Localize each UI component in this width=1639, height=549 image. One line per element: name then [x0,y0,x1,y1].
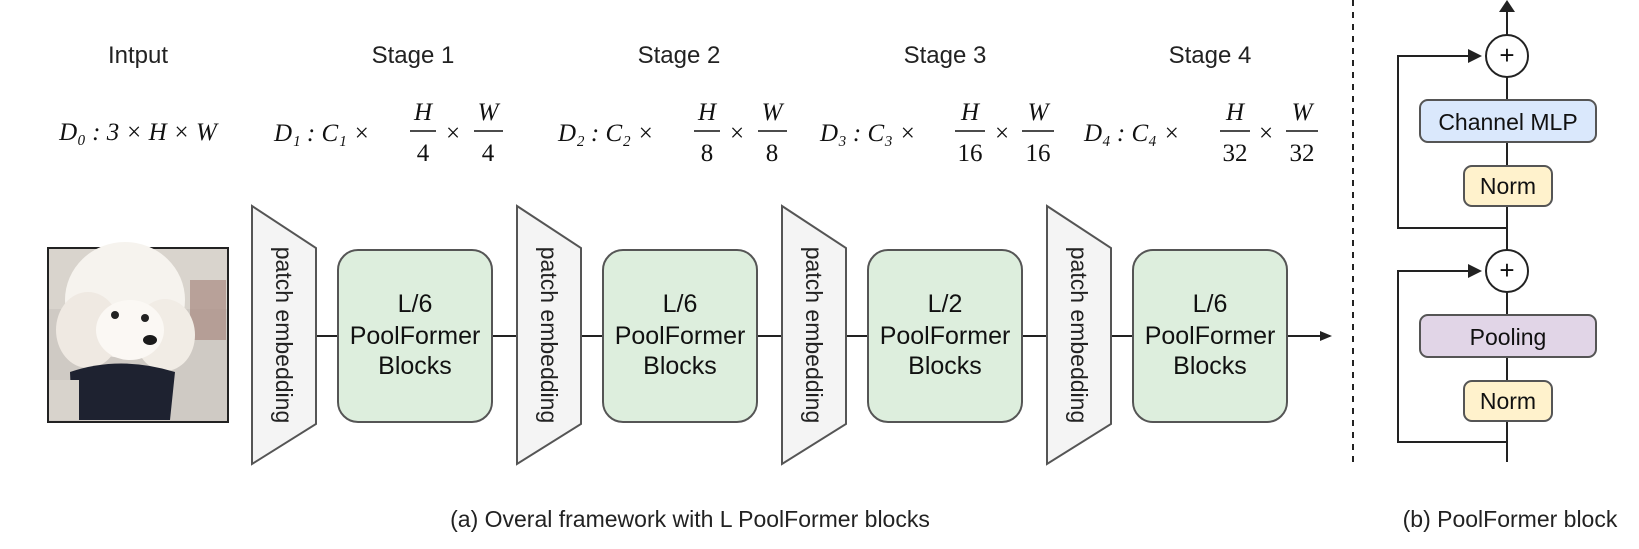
stage-1: Stage 1 D₁ : C₁ × H 4 × W 4 patch embedd… [251,42,503,466]
residual-top-arrowhead [1468,49,1482,63]
pooling-label: Pooling [1470,324,1547,350]
frac-h-num: H [697,99,718,126]
poolformer-blocks-box [602,249,758,423]
frac-h-den: 32 [1223,140,1248,167]
patch-embedding-label: patch embedding [271,247,297,423]
stage-dims-prefix: D₃ : C₃ × [819,120,916,147]
frac-h-num: H [1225,99,1246,126]
input-image [47,242,229,423]
add-node-top [1485,34,1529,78]
frac-h-num: H [413,99,434,126]
caption-block: (b) PoolFormer block [1403,506,1618,532]
frac-h-den: 16 [958,140,983,167]
pooling-box [1419,314,1597,358]
block-suffix: Blocks [908,352,982,380]
frac-h-num: H [960,99,981,126]
patch-embedding-label: patch embedding [801,247,827,423]
norm-box-top [1463,165,1553,207]
frac-w-den: 8 [766,140,779,167]
stage-title: Stage 4 [1169,42,1252,69]
norm-label-top: Norm [1480,173,1536,199]
input-title: Intput [108,42,168,69]
stage-title: Stage 1 [372,42,455,69]
patch-embedding-trapezoid [516,204,582,466]
times-sign: × [995,120,1009,147]
times-sign: × [730,120,744,147]
stage-4: Stage 4 D₄ : C₄ × H 32 × W 32 patch embe… [1046,42,1318,466]
poolformer-blocks-box [1132,249,1288,423]
frac-w-num: W [1292,99,1315,126]
stage-dims-prefix: D₄ : C₄ × [1083,120,1180,147]
block-name: PoolFormer [615,322,746,350]
frac-w-num: W [762,99,785,126]
patch-embedding-trapezoid [1046,204,1112,466]
frac-w-den: 32 [1290,140,1315,167]
patch-embedding-trapezoid [251,204,317,466]
frac-w-den: 4 [482,140,495,167]
poolformer-block-detail: + Channel MLP Norm + Pooling Norm [1397,0,1597,462]
residual-bottom-arrowhead [1468,264,1482,278]
block-name: PoolFormer [1145,322,1276,350]
poolformer-blocks-box [337,249,493,423]
patch-embedding-trapezoid [781,204,847,466]
channel-mlp-box [1419,99,1597,143]
add-node-bottom [1485,249,1529,293]
block-count: L/6 [1193,290,1228,318]
patch-embedding-label: patch embedding [1066,247,1092,423]
frac-w-num: W [478,99,501,126]
block-count: L/2 [928,290,963,318]
stage-dims-prefix: D₁ : C₁ × [273,120,370,147]
block-count: L/6 [663,290,698,318]
block-suffix: Blocks [643,352,717,380]
frac-w-num: W [1028,99,1051,126]
block-suffix: Blocks [1173,352,1247,380]
stage-title: Stage 3 [904,42,987,69]
residual-top [1397,55,1507,229]
frac-h-den: 8 [701,140,714,167]
add-symbol-top: + [1499,40,1514,70]
stage-3: Stage 3 D₃ : C₃ × H 16 × W 16 patch embe… [781,42,1054,466]
detail-top-arrowhead [1499,0,1515,12]
input-dims: D₀ : 3 × H × W [58,119,219,146]
residual-bottom [1397,270,1507,443]
times-sign: × [1259,120,1273,147]
add-symbol-bottom: + [1499,255,1514,285]
poolformer-blocks-box [867,249,1023,423]
block-name: PoolFormer [350,322,481,350]
stage-title: Stage 2 [638,42,721,69]
block-name: PoolFormer [880,322,1011,350]
caption-framework: (a) Overal framework with L PoolFormer b… [450,506,930,532]
norm-label-bottom: Norm [1480,388,1536,414]
channel-mlp-label: Channel MLP [1438,109,1577,135]
stage-2: Stage 2 D₂ : C₂ × H 8 × W 8 patch embedd… [516,42,787,466]
stage-dims-prefix: D₂ : C₂ × [557,120,654,147]
frac-h-den: 4 [417,140,430,167]
norm-box-bottom [1463,380,1553,422]
frac-w-den: 16 [1026,140,1051,167]
patch-embedding-label: patch embedding [536,247,562,423]
block-suffix: Blocks [378,352,452,380]
block-count: L/6 [398,290,433,318]
times-sign: × [446,120,460,147]
